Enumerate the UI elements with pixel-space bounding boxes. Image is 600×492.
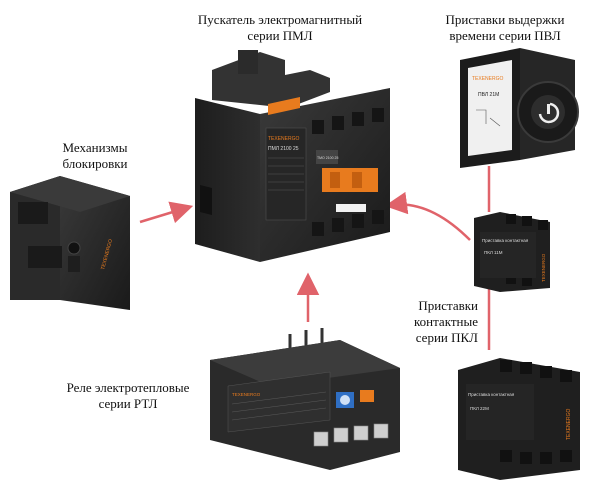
aux-large-brand: TEXENERGO — [566, 408, 572, 440]
aux-small-brand: TEXENERGO — [541, 253, 546, 282]
contactor-pml-image: TEXENERGO ПМЛ 2100 25 TMO 2100 25 — [195, 50, 390, 262]
label-contactor: Пускатель электромагнитный серии ПМЛ — [197, 12, 363, 43]
label-aux: Приставки контактные серии ПКЛ — [413, 298, 478, 345]
aux-contact-small-image: Приставка контактная ПКЛ 11М TEXENERGO — [474, 212, 550, 292]
label-relay: Реле электротепловые серии РТЛ — [66, 380, 190, 411]
blocking-mechanism-image: TEXENERGO — [10, 176, 130, 310]
aux-large-title: Приставка контактная — [468, 392, 515, 397]
timer-pvl-image: TEXENERGO ПВЛ 21М — [460, 48, 579, 168]
timer-model: ПВЛ 21М — [478, 92, 499, 98]
arrow-aux-to-contactor — [384, 191, 471, 241]
aux-large-model: ПКЛ 22М — [470, 406, 489, 411]
aux-small-model: ПКЛ 11М — [484, 250, 503, 255]
aux-contact-large-image: Приставка контактная ПКЛ 22М TEXENERGO — [458, 358, 580, 480]
label-timer: Приставки выдержки времени серии ПВЛ — [445, 12, 565, 43]
contactor-module: TMO 2100 25 — [317, 156, 338, 160]
label-lock: Механизмы блокировки — [62, 140, 128, 171]
contactor-model: ПМЛ 2100 25 — [268, 146, 299, 152]
arrow-lock-to-contactor — [139, 201, 194, 224]
aux-small-title: Приставка контактная — [482, 238, 529, 243]
relay-brand: TEXENERGO — [232, 392, 261, 397]
thermal-relay-rtl-image: TEXENERGO — [210, 328, 400, 470]
timer-brand: TEXENERGO — [472, 76, 504, 82]
contactor-brand: TEXENERGO — [268, 136, 300, 142]
